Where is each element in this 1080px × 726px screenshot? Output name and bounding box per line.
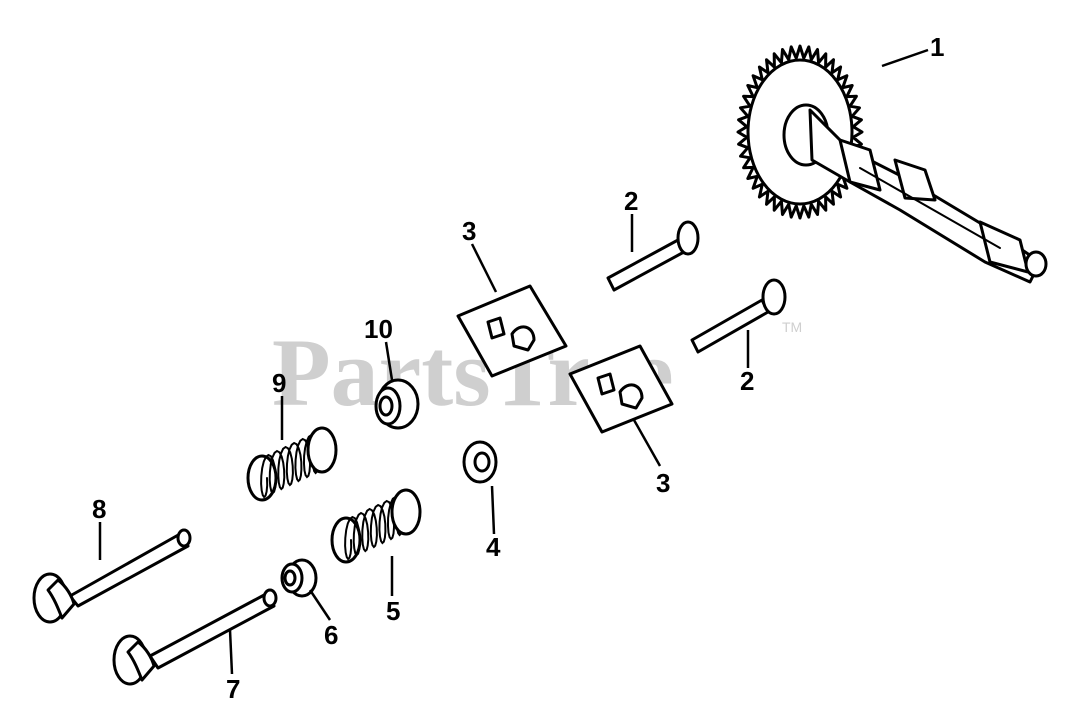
tappet-lower: [690, 278, 787, 354]
callout-labels: 1 2 2 3 3 4 5 6 7 8 9 10: [92, 32, 944, 704]
valve-collar: [280, 558, 318, 598]
callout-1: 1: [930, 32, 944, 62]
callout-4: 4: [486, 532, 501, 562]
callout-6: 6: [324, 620, 338, 650]
spring-retainer: [462, 440, 498, 484]
callout-5: 5: [386, 596, 400, 626]
intake-valve: [32, 528, 192, 624]
valve-keeper-card-lower: [568, 344, 674, 434]
valve-spring-upper: [246, 426, 338, 502]
callout-3-lower: 3: [656, 468, 670, 498]
callout-2-upper: 2: [624, 186, 638, 216]
leader-lines: [98, 48, 929, 675]
valve-keeper-card-upper: [456, 284, 568, 378]
callout-2-lower: 2: [740, 366, 754, 396]
callout-7: 7: [226, 674, 240, 704]
valve-spring-lower: [330, 488, 422, 564]
valve-cap: [374, 378, 420, 430]
callout-10: 10: [364, 314, 393, 344]
callout-8: 8: [92, 494, 106, 524]
tappet-upper: [606, 220, 700, 292]
exhaust-valve: [112, 588, 278, 686]
camshaft-gear: [736, 44, 1048, 284]
watermark-trademark: TM: [782, 319, 802, 335]
callout-3-upper: 3: [462, 216, 476, 246]
callout-9: 9: [272, 368, 286, 398]
